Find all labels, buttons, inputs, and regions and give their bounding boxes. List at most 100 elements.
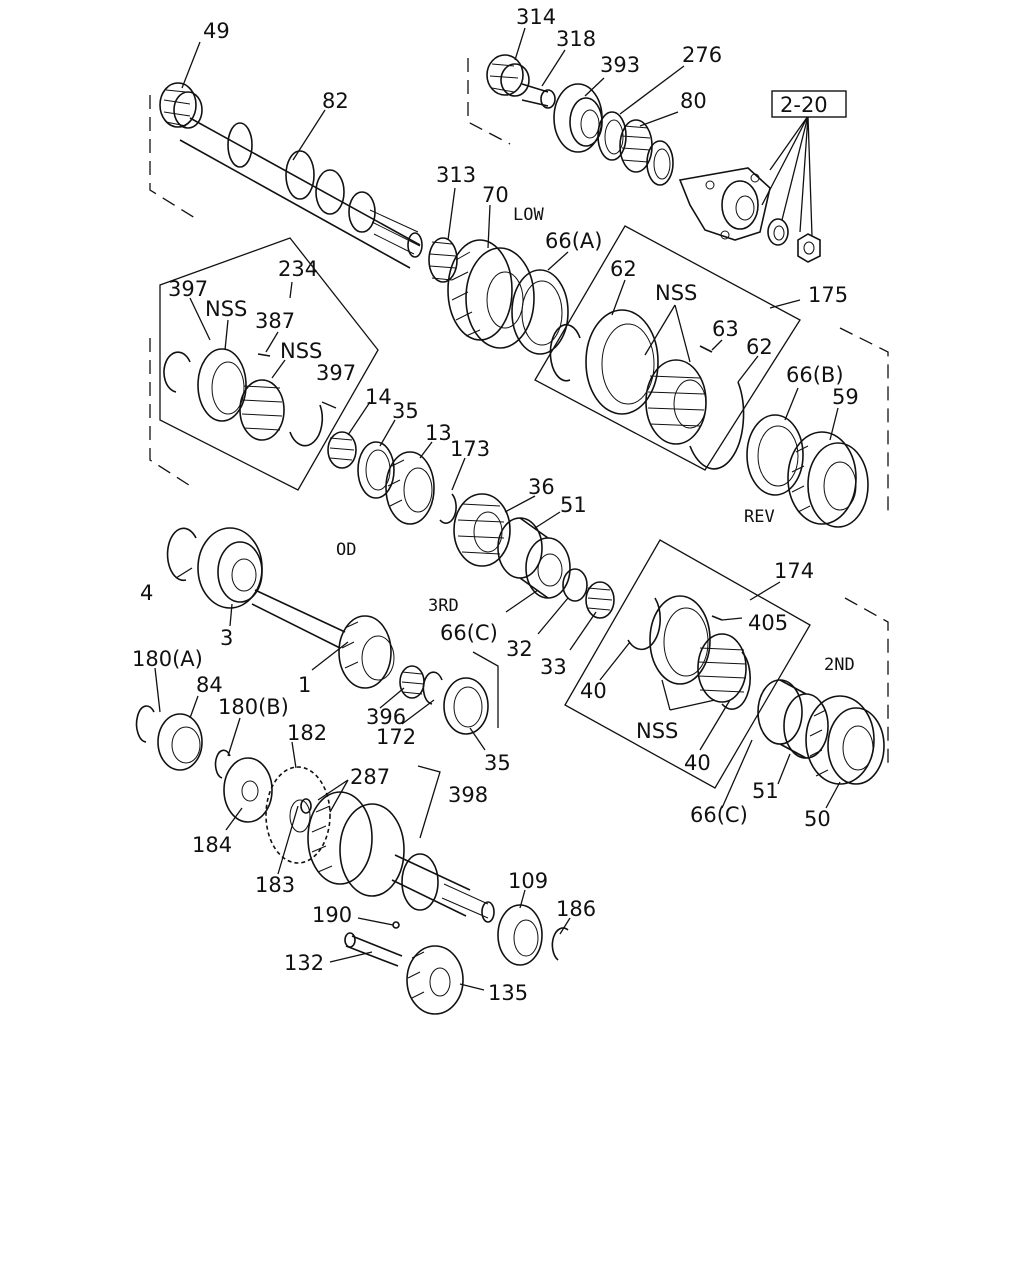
pin-190 xyxy=(392,921,400,929)
callout-180b: 180(B) xyxy=(218,695,289,719)
callout-234: 234 xyxy=(278,257,318,281)
bracket-398 xyxy=(417,765,441,839)
callout-318: 318 xyxy=(556,27,596,51)
callout-172: 172 xyxy=(376,725,416,749)
callout-35-lower: 35 xyxy=(484,751,511,775)
sleeve-318 xyxy=(521,83,556,109)
callout-51-lower: 51 xyxy=(752,779,779,803)
callout-63: 63 xyxy=(712,317,739,341)
note-nss-234a: NSS xyxy=(205,297,247,321)
callout-393: 393 xyxy=(600,53,640,77)
callout-398: 398 xyxy=(448,783,488,807)
callout-184: 184 xyxy=(192,833,232,857)
callout-405: 405 xyxy=(748,611,788,635)
bearing-313 xyxy=(428,237,458,283)
pin-183 xyxy=(300,798,312,814)
callout-35-upper: 35 xyxy=(392,399,419,423)
group-outlines xyxy=(149,58,889,839)
group-234-outline xyxy=(159,237,379,491)
callout-1: 1 xyxy=(298,673,311,697)
ring-66b xyxy=(746,414,804,496)
gear-70-low xyxy=(447,239,535,349)
callout-49: 49 xyxy=(203,19,230,43)
second-bracket xyxy=(844,597,889,765)
ring-35-lower xyxy=(443,677,489,735)
callout-50: 50 xyxy=(804,807,831,831)
callout-labels: 49 82 314 318 393 276 80 2-20 313 70 LOW… xyxy=(132,5,859,1005)
callout-66c-upper: 66(C) xyxy=(440,621,498,645)
callout-135: 135 xyxy=(488,981,528,1005)
shaft-132 xyxy=(344,932,403,967)
callout-2-20: 2-20 xyxy=(780,93,828,117)
callout-109: 109 xyxy=(508,869,548,893)
callout-190: 190 xyxy=(312,903,352,927)
bearing-3 xyxy=(197,527,263,609)
note-od: OD xyxy=(336,540,356,560)
callout-66c-lower: 66(C) xyxy=(690,803,748,827)
third-bracket xyxy=(472,651,499,728)
bearing-49 xyxy=(159,82,203,129)
callout-40-right: 40 xyxy=(684,751,711,775)
callout-66b: 66(B) xyxy=(786,363,844,387)
group-234-parts xyxy=(163,348,324,447)
ring-66a xyxy=(511,269,569,355)
group-174-outline xyxy=(564,539,811,789)
callout-173: 173 xyxy=(450,437,490,461)
ring-32 xyxy=(562,568,588,602)
needle-bearing-33 xyxy=(585,581,615,619)
gear-59-rev xyxy=(787,431,869,528)
callout-40-left: 40 xyxy=(580,679,607,703)
callout-36: 36 xyxy=(528,475,555,499)
callout-62-upper: 62 xyxy=(610,257,637,281)
callout-59: 59 xyxy=(832,385,859,409)
leader-lines xyxy=(154,27,841,991)
callout-4: 4 xyxy=(140,581,153,605)
callout-175: 175 xyxy=(808,283,848,307)
clip-180a xyxy=(135,705,155,743)
callout-387: 387 xyxy=(255,309,295,333)
callout-397-upper: 397 xyxy=(168,277,208,301)
washer-184 xyxy=(223,757,273,823)
gear-13 xyxy=(385,451,435,525)
idler-gear-135 xyxy=(406,945,464,1015)
callout-186: 186 xyxy=(556,897,596,921)
rear-bracket xyxy=(467,58,511,145)
flange-2-20 xyxy=(646,140,821,263)
callout-70: 70 xyxy=(482,183,509,207)
group-174-parts xyxy=(627,595,751,710)
bearing-393 xyxy=(553,83,603,153)
synchro-51-upper xyxy=(497,517,571,599)
callout-397-lower: 397 xyxy=(316,361,356,385)
group-234-bracket xyxy=(149,338,193,488)
callout-32: 32 xyxy=(506,637,533,661)
needle-bearing-14 xyxy=(327,431,357,469)
note-nss-175: NSS xyxy=(655,281,697,305)
callout-132: 132 xyxy=(284,951,324,975)
rev-bracket xyxy=(839,327,889,515)
callout-51-upper: 51 xyxy=(560,493,587,517)
note-nss-234b: NSS xyxy=(280,339,322,363)
clip-4 xyxy=(166,527,197,582)
note-rev: REV xyxy=(744,507,775,527)
callout-287: 287 xyxy=(350,765,390,789)
callout-313: 313 xyxy=(436,163,476,187)
bearing-109 xyxy=(497,904,543,966)
clip-173 xyxy=(439,493,457,524)
callout-13: 13 xyxy=(425,421,452,445)
main-shaft-bracket xyxy=(149,95,196,219)
callout-396: 396 xyxy=(366,705,406,729)
note-low: LOW xyxy=(513,205,544,225)
callout-62-lower: 62 xyxy=(746,335,773,359)
callout-14: 14 xyxy=(365,385,392,409)
parts xyxy=(135,54,885,1015)
gear-36 xyxy=(453,493,511,567)
callout-33: 33 xyxy=(540,655,567,679)
callout-276: 276 xyxy=(682,43,722,67)
cluster-gear-398 xyxy=(307,791,495,923)
bearing-84 xyxy=(157,713,203,771)
callout-84: 84 xyxy=(196,673,223,697)
synchro-51-lower xyxy=(757,679,829,759)
clip-172 xyxy=(422,671,443,705)
input-shaft-1 xyxy=(251,589,395,689)
